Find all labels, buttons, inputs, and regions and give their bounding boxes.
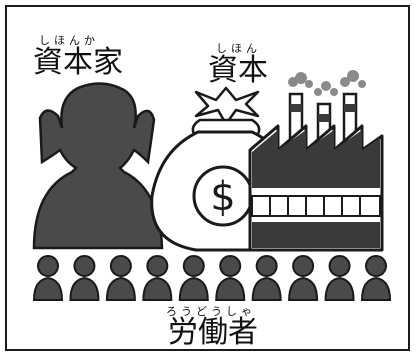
worker-figure-icon <box>69 255 100 301</box>
worker-figure-icon <box>32 255 64 301</box>
person-silhouette-icon <box>32 82 164 250</box>
capitalist-label: 資本家 <box>33 45 123 80</box>
worker-figure-icon <box>215 255 246 301</box>
capital-reading: しほん <box>216 42 261 55</box>
worker-label: 労働者 <box>168 315 258 350</box>
diagram-frame <box>5 5 410 351</box>
capital-label: 資本 <box>208 53 268 88</box>
worker-figure-icon <box>105 255 136 301</box>
factory-icon <box>248 70 384 252</box>
worker-figure-icon <box>251 255 282 301</box>
worker-figure-icon <box>142 255 173 301</box>
worker-figure-icon <box>324 255 355 301</box>
worker-reading: ろうどうしゃ <box>166 305 256 318</box>
worker-figure-icon <box>288 255 319 301</box>
capitalist-reading: しほんか <box>39 34 99 47</box>
dollar-sign-icon: $ <box>210 174 235 220</box>
worker-crowd-icon <box>32 255 392 301</box>
worker-figure-icon <box>178 255 209 301</box>
worker-figure-icon <box>360 255 392 301</box>
